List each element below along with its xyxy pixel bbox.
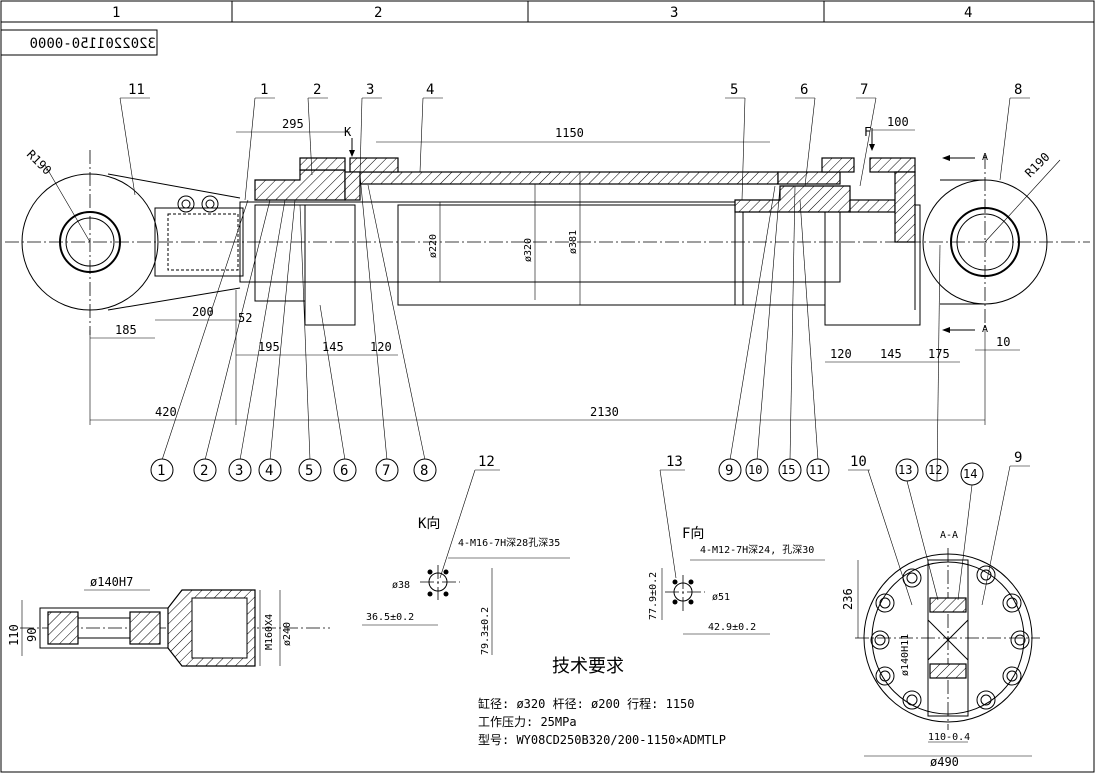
bubble-7: 7 — [382, 463, 390, 479]
dim-120-left: 120 — [370, 340, 392, 354]
bubble-1: 1 — [157, 463, 165, 479]
dim-100: 100 — [887, 115, 909, 129]
callout-4: 4 — [426, 82, 434, 98]
technical-requirements: 技术要求 缸径: ø320 杆径: ø200 行程: 1150 工作压力: 25… — [478, 656, 726, 747]
bubble-4: 4 — [265, 463, 273, 479]
section-d110: 110-0.4 — [928, 732, 970, 743]
bubble-8: 8 — [420, 463, 428, 479]
f-view-d51: ø51 — [712, 592, 730, 603]
bubble-2: 2 — [200, 463, 208, 479]
bubble-10: 10 — [748, 463, 762, 477]
section-d140: ø140H11 — [900, 634, 911, 676]
dim-420: 420 — [155, 405, 177, 419]
drawing-number-box: 3202201150-0000 — [0, 29, 158, 56]
zone-3: 3 — [670, 5, 678, 21]
bubble-15: 15 — [781, 463, 795, 477]
rod-end-110: 110 — [7, 624, 21, 646]
section-callout-14: 14 — [963, 467, 977, 481]
callout-8: 8 — [1014, 82, 1022, 98]
f-view-d429: 42.9±0.2 — [708, 622, 756, 633]
section-a-a-view: A-A 10 13 12 14 — [841, 244, 1040, 769]
bubble-11: 11 — [809, 463, 823, 477]
tech-req-line2: 工作压力: 25MPa — [478, 715, 577, 729]
k-view-d793: 79.3±0.2 — [480, 607, 491, 655]
tech-req-line1: 缸径: ø320 杆径: ø200 行程: 1150 — [478, 696, 695, 711]
zone-4: 4 — [964, 5, 972, 21]
dim-d381: ø381 — [568, 230, 579, 254]
dim-185: 185 — [115, 323, 137, 337]
callouts-top: 11 1 2 3 4 5 6 7 8 — [119, 82, 1030, 201]
section-d490: ø490 — [930, 755, 959, 769]
dim-d220: ø220 — [428, 234, 439, 258]
bubble-3: 3 — [235, 463, 243, 479]
callout-3: 3 — [366, 82, 374, 98]
k-view-title: K向 — [418, 516, 440, 532]
f-view-callout: 13 — [666, 454, 683, 470]
f-arrow-label: F — [864, 125, 871, 139]
section-title: A-A — [940, 530, 958, 541]
k-view-d365: 36.5±0.2 — [366, 612, 414, 623]
callout-5: 5 — [730, 82, 738, 98]
k-view: K向 12 4-M16-7H深28孔深35 ø38 36.5±0.2 79.3±… — [362, 454, 570, 655]
callout-1: 1 — [260, 82, 268, 98]
f-view-spec: 4-M12-7H深24, 孔深30 — [700, 544, 814, 556]
callout-2: 2 — [313, 82, 321, 98]
dim-d320: ø320 — [523, 238, 534, 262]
tech-req-title: 技术要求 — [552, 656, 624, 677]
dim-145-right: 145 — [880, 347, 902, 361]
section-d236: 236 — [841, 588, 855, 610]
dim-145-left: 145 — [322, 340, 344, 354]
callout-11: 11 — [128, 82, 145, 98]
main-view: 11 1 2 3 4 5 6 7 8 K F A — [5, 82, 1090, 425]
rod-end-view: ø140H7 M160X4 ø240 110 90 — [7, 575, 330, 667]
k-view-spec: 4-M16-7H深28孔深35 — [458, 537, 560, 549]
drawing-number: 3202201150-0000 — [30, 36, 156, 52]
rod-end-d240: ø240 — [282, 622, 293, 646]
dim-52: 52 — [238, 311, 252, 325]
rod-end-m160: M160X4 — [264, 614, 275, 650]
k-view-callout: 12 — [478, 454, 495, 470]
dim-200: 200 — [192, 305, 214, 319]
section-callout-12: 12 — [928, 463, 942, 477]
rod-end-d140: ø140H7 — [90, 575, 133, 589]
callout-7: 7 — [860, 82, 868, 98]
f-view: F向 13 4-M12-7H深24, 孔深30 ø51 77.9±0.2 42.… — [648, 454, 825, 635]
bolt-holes — [870, 565, 1030, 710]
dim-10: 10 — [996, 335, 1010, 349]
section-callout-10: 10 — [850, 454, 867, 470]
tech-req-line3: 型号: WY08CD250B320/200-1150×ADMTLP — [478, 733, 726, 747]
bubble-9: 9 — [725, 463, 733, 479]
section-a-top: A — [982, 152, 988, 163]
dim-120-right: 120 — [830, 347, 852, 361]
zone-1: 1 — [112, 5, 120, 21]
zone-2: 2 — [374, 5, 382, 21]
section-a-bottom: A — [982, 324, 988, 335]
dim-2130: 2130 — [590, 405, 619, 419]
bubbles-left: 1 2 3 4 5 6 7 8 — [150, 174, 437, 482]
section-callout-13: 13 — [898, 463, 912, 477]
f-view-title: F向 — [682, 526, 704, 542]
dim-195: 195 — [258, 340, 280, 354]
callout-6: 6 — [800, 82, 808, 98]
bubbles-right: 9 10 15 11 — [718, 185, 830, 482]
radius-right: R190 — [1022, 150, 1052, 180]
dim-295: 295 — [282, 117, 304, 131]
bubble-6: 6 — [340, 463, 348, 479]
k-view-d38: ø38 — [392, 580, 410, 591]
section-callout-9: 9 — [1014, 450, 1022, 466]
bubble-5: 5 — [305, 463, 313, 479]
f-view-d779: 77.9±0.2 — [648, 572, 659, 620]
dim-1150: 1150 — [555, 126, 584, 140]
rod-end-90: 90 — [25, 628, 39, 642]
